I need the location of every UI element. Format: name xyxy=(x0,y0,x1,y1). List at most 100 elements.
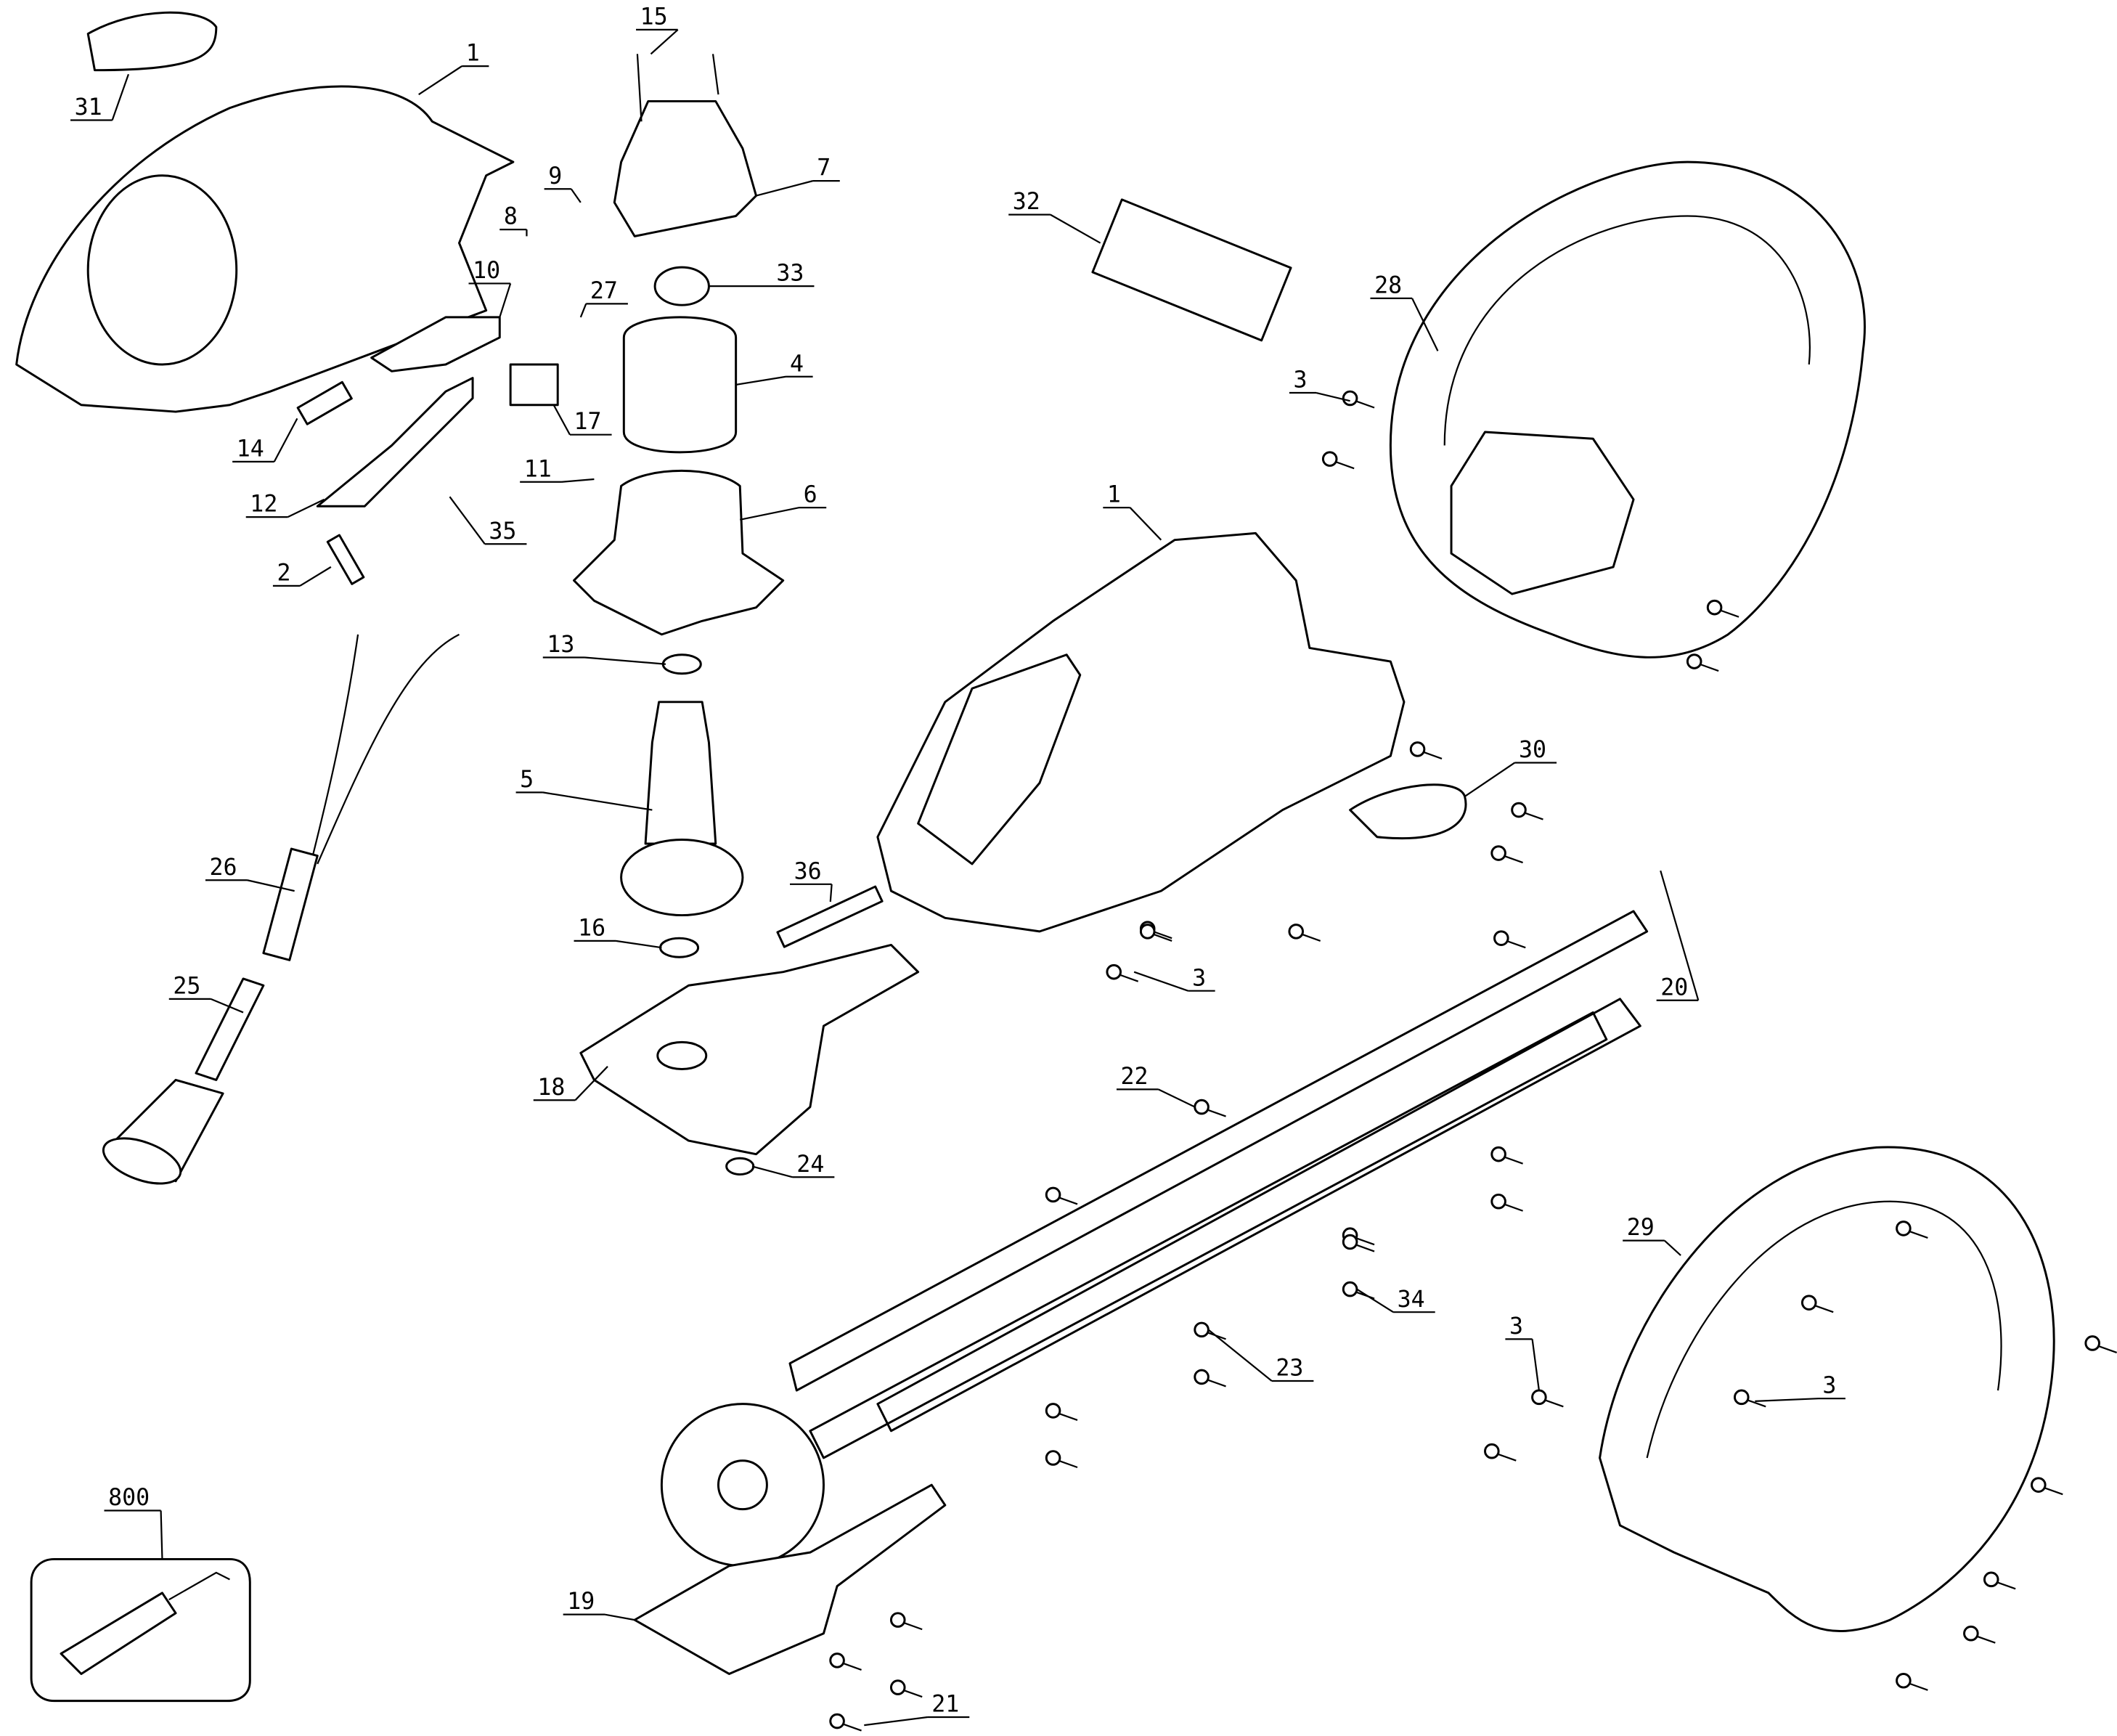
leader-line xyxy=(232,417,298,462)
screw xyxy=(1194,1369,1210,1385)
screw-shank xyxy=(1746,1398,1766,1408)
washer-16 xyxy=(659,937,700,958)
washer-24 xyxy=(725,1157,755,1176)
screw xyxy=(1511,802,1527,818)
screw-15b xyxy=(711,54,719,95)
screw-shank xyxy=(1996,1581,2016,1590)
plug-end xyxy=(102,1137,182,1185)
lockout-10 xyxy=(370,316,501,372)
part-label-7: 7 xyxy=(817,155,831,182)
part-label-17: 17 xyxy=(574,409,602,435)
screw-shank xyxy=(1504,1156,1523,1165)
leader-line xyxy=(1656,870,1700,1001)
screw xyxy=(889,1679,906,1695)
leader-line xyxy=(468,282,512,318)
screw-shank xyxy=(1301,933,1321,942)
screw xyxy=(2084,1335,2100,1351)
screw-shank xyxy=(1152,933,1172,942)
part-label-21: 21 xyxy=(931,1692,959,1718)
blade-teeth xyxy=(809,998,1641,1459)
screw-shank xyxy=(1058,1459,1078,1469)
part-label-20: 20 xyxy=(1660,974,1688,1001)
screw xyxy=(1288,924,1305,940)
screw-shank xyxy=(1355,1236,1375,1246)
part-label-8: 8 xyxy=(504,204,518,230)
screw xyxy=(889,1612,906,1628)
part-label-25: 25 xyxy=(173,973,200,999)
blade-assembly-20 xyxy=(788,910,1649,1392)
part-label-14: 14 xyxy=(237,436,264,462)
field-4 xyxy=(622,316,738,454)
leader-line xyxy=(520,478,595,483)
screw xyxy=(1194,1321,1210,1338)
screw xyxy=(1342,390,1358,407)
screw xyxy=(1493,930,1509,946)
part-label-23: 23 xyxy=(1276,1356,1303,1382)
part-label-800: 800 xyxy=(108,1485,150,1511)
part-label-3: 3 xyxy=(1509,1313,1523,1340)
leader-line xyxy=(1116,1088,1196,1108)
screw-shank xyxy=(1699,663,1719,672)
leader-line xyxy=(864,1716,970,1727)
screw-shank xyxy=(1207,1109,1226,1117)
screw-shank xyxy=(1814,1304,1834,1313)
screw xyxy=(2031,1477,2047,1493)
screw-shank xyxy=(1504,855,1523,864)
screw-shank xyxy=(842,1662,862,1671)
gear-hub xyxy=(717,1459,768,1511)
leader-line xyxy=(544,188,582,203)
part-label-28: 28 xyxy=(1374,272,1402,298)
leader-line xyxy=(739,506,827,521)
screw xyxy=(1896,1221,1912,1236)
gear-plate-19 xyxy=(633,1483,947,1675)
part-label-3: 3 xyxy=(1294,367,1308,394)
part-label-29: 29 xyxy=(1627,1215,1655,1241)
link-36 xyxy=(776,885,884,948)
armature-5 xyxy=(644,701,717,845)
leader-line xyxy=(104,1509,163,1560)
screw xyxy=(1342,1281,1358,1297)
leader-line xyxy=(205,879,295,892)
parts xyxy=(15,11,2055,1703)
motor-mount-6 xyxy=(573,469,785,636)
part-label-1: 1 xyxy=(466,41,480,67)
screw-shank xyxy=(1355,1244,1375,1252)
microswitch-17 xyxy=(509,363,559,407)
screws xyxy=(829,390,2117,1732)
oil-nozzle xyxy=(168,1571,230,1601)
part-label-36: 36 xyxy=(794,858,822,884)
screw-shank xyxy=(1719,609,1739,618)
leader-line xyxy=(1008,213,1101,244)
leader-line xyxy=(533,1066,608,1101)
screw xyxy=(1045,1450,1061,1466)
gearbox-bearing xyxy=(656,1040,708,1071)
part-label-18: 18 xyxy=(537,1075,565,1101)
cord-25 xyxy=(195,977,265,1081)
leader-line xyxy=(579,303,628,318)
screw xyxy=(1321,451,1338,467)
screw xyxy=(1531,1389,1547,1406)
screw xyxy=(1139,924,1156,940)
leader-line xyxy=(499,228,528,237)
screw-shank xyxy=(1422,751,1443,759)
screw-shank xyxy=(1908,1230,1928,1239)
leader-line xyxy=(449,496,527,545)
screw-shank xyxy=(902,1621,923,1631)
screw xyxy=(1983,1571,1999,1588)
part-label-30: 30 xyxy=(1519,737,1546,763)
leader-line xyxy=(1755,1398,1845,1403)
nameplate-31 xyxy=(86,11,218,72)
leader-line xyxy=(735,375,813,386)
leader-line xyxy=(552,404,612,436)
screw xyxy=(1896,1672,1912,1689)
screw-shank xyxy=(1908,1682,1928,1691)
part-label-6: 6 xyxy=(804,482,817,508)
part-label-10: 10 xyxy=(473,258,500,284)
part-label-24: 24 xyxy=(796,1152,824,1178)
screw-shank xyxy=(1058,1197,1078,1205)
screw-shank xyxy=(1207,1379,1226,1387)
screw-shank xyxy=(1496,1453,1517,1462)
screw-shank xyxy=(1119,974,1139,982)
screw-shank xyxy=(1058,1412,1078,1421)
leader-line xyxy=(272,566,332,587)
